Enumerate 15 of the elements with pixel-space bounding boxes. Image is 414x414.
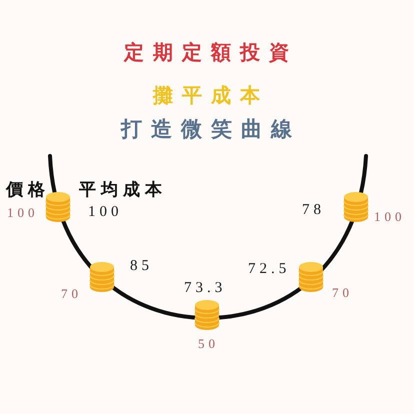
price-label: 70	[332, 286, 353, 299]
price-label: 50	[198, 337, 219, 350]
price-label: 70	[61, 287, 82, 300]
average-cost-label: 78	[302, 203, 325, 218]
average-cost-label: 72.5	[248, 262, 290, 277]
column-heading: 價格	[6, 182, 50, 199]
average-cost-label: 85	[130, 259, 153, 274]
average-cost-label: 100	[88, 205, 122, 220]
title: 定期定額投資	[124, 42, 298, 62]
subtitle: 打造微笑曲線	[121, 119, 301, 140]
subtitle: 攤平成本	[153, 85, 269, 105]
price-label: 100	[374, 210, 406, 223]
column-heading: 平均成本	[79, 182, 167, 199]
average-cost-label: 73.3	[184, 281, 226, 296]
price-label: 100	[7, 206, 38, 219]
